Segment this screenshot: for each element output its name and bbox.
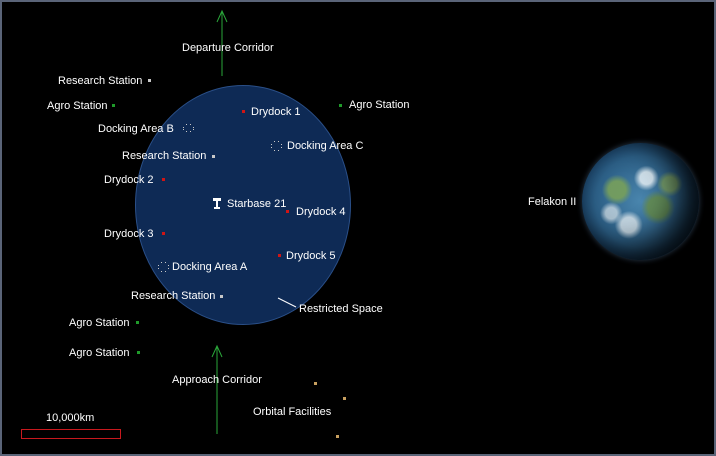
scale-label: 10,000km bbox=[46, 412, 95, 424]
docking-area-c-label: Docking Area C bbox=[287, 140, 364, 152]
starbase-label: Starbase 21 bbox=[227, 198, 287, 210]
drydock-2-marker[interactable] bbox=[162, 178, 165, 181]
drydock-5-marker[interactable] bbox=[278, 254, 281, 257]
restricted-space-label: Restricted Space bbox=[299, 303, 383, 315]
orbital-facility-marker[interactable] bbox=[336, 435, 339, 438]
drydock-1-label: Drydock 1 bbox=[251, 106, 301, 118]
drydock-3-marker[interactable] bbox=[162, 232, 165, 235]
research-station-marker[interactable] bbox=[212, 155, 215, 158]
drydock-2-label: Drydock 2 bbox=[104, 174, 154, 186]
agro-station-marker[interactable] bbox=[137, 351, 140, 354]
departure-corridor-label: Departure Corridor bbox=[182, 42, 274, 54]
scale-bar bbox=[21, 429, 121, 439]
agro-station-label: Agro Station bbox=[47, 100, 108, 112]
agro-station-label: Agro Station bbox=[349, 99, 410, 111]
research-station-label: Research Station bbox=[131, 290, 216, 302]
agro-station-label: Agro Station bbox=[69, 347, 130, 359]
agro-station-marker[interactable] bbox=[136, 321, 139, 324]
drydock-5-label: Drydock 5 bbox=[286, 250, 336, 262]
departure-corridor-arrow bbox=[216, 9, 228, 76]
drydock-3-label: Drydock 3 bbox=[104, 228, 154, 240]
agro-station-marker[interactable] bbox=[339, 104, 342, 107]
drydock-1-marker[interactable] bbox=[242, 110, 245, 113]
restricted-space-leader bbox=[277, 297, 297, 308]
orbital-facility-marker[interactable] bbox=[314, 382, 317, 385]
agro-station-label: Agro Station bbox=[69, 317, 130, 329]
orbital-facilities-label: Orbital Facilities bbox=[253, 406, 332, 418]
research-station-label: Research Station bbox=[122, 150, 207, 162]
research-station-marker[interactable] bbox=[220, 295, 223, 298]
docking-area-b-marker[interactable] bbox=[183, 124, 194, 132]
planet-icon[interactable] bbox=[582, 143, 699, 260]
docking-area-b-label: Docking Area B bbox=[98, 123, 174, 135]
restricted-space-zone[interactable] bbox=[135, 85, 351, 325]
research-station-marker[interactable] bbox=[148, 79, 151, 82]
starbase-icon[interactable] bbox=[213, 198, 221, 209]
agro-station-marker[interactable] bbox=[112, 104, 115, 107]
approach-corridor-label: Approach Corridor bbox=[172, 374, 262, 386]
docking-area-a-marker[interactable] bbox=[158, 262, 169, 272]
research-station-label: Research Station bbox=[58, 75, 143, 87]
approach-corridor-arrow bbox=[211, 344, 223, 434]
orbital-facility-marker[interactable] bbox=[343, 397, 346, 400]
planet-label: Felakon II bbox=[528, 196, 577, 208]
drydock-4-label: Drydock 4 bbox=[296, 206, 346, 218]
docking-area-a-label: Docking Area A bbox=[172, 261, 248, 273]
drydock-4-marker[interactable] bbox=[286, 210, 289, 213]
docking-area-c-marker[interactable] bbox=[271, 141, 282, 151]
